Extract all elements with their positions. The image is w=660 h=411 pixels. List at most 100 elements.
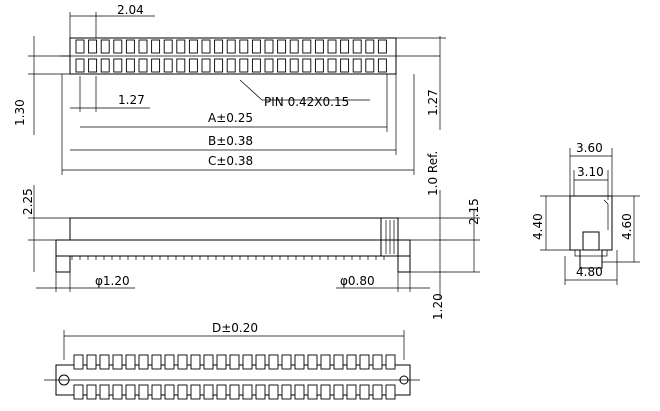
front-view: 2.25 2.15 φ1.20 φ0.80 1.20 — [21, 185, 481, 320]
top-pin-lower — [201, 58, 211, 73]
dim-4-60-label: 4.60 — [620, 213, 634, 240]
bottom-pin-lower — [99, 384, 110, 400]
top-pin-upper — [352, 39, 362, 54]
bottom-pin-lower — [229, 384, 240, 400]
bottom-pin-lower — [216, 384, 227, 400]
side-view-latch — [603, 199, 609, 230]
bottom-pin-upper — [359, 354, 370, 370]
top-pin-upper — [151, 39, 161, 54]
top-pin-upper — [88, 39, 98, 54]
bottom-pin-lower — [242, 384, 253, 400]
bottom-pin-upper — [151, 354, 162, 370]
top-pin-upper — [239, 39, 249, 54]
top-pin-upper — [314, 39, 324, 54]
dim-1-27-label: 1.27 — [118, 93, 145, 107]
front-view-top-body — [69, 217, 399, 241]
bottom-pin-lower — [190, 384, 201, 400]
top-view: 2.04 1.27 PIN 0.42X0.15 A±0.25 B±0.38 C±… — [13, 3, 446, 196]
top-pin-lower — [264, 58, 274, 73]
dim-2-25-label: 2.25 — [21, 188, 35, 215]
top-pin-lower — [302, 58, 312, 73]
bottom-pin-lower — [307, 384, 318, 400]
side-view-slot — [582, 231, 600, 251]
dim-3-60-label: 3.60 — [576, 141, 603, 155]
bottom-pin-upper — [294, 354, 305, 370]
top-pin-lower — [75, 58, 85, 73]
top-pin-lower — [214, 58, 224, 73]
bottom-pin-upper — [190, 354, 201, 370]
bottom-pin-lower — [268, 384, 279, 400]
bottom-pin-upper — [255, 354, 266, 370]
front-view-peg-left — [55, 255, 71, 273]
bottom-pin-upper — [346, 354, 357, 370]
front-view-contact-detail — [380, 217, 399, 257]
side-view-outline — [569, 196, 613, 269]
bottom-pin-lower — [385, 384, 396, 400]
front-view-peg-right — [397, 255, 411, 273]
bottom-pin-upper — [268, 354, 279, 370]
bottom-pin-lower — [294, 384, 305, 400]
top-pin-lower — [113, 58, 123, 73]
top-pin-lower — [138, 58, 148, 73]
bottom-pin-lower — [359, 384, 370, 400]
dim-4-40-label: 4.40 — [531, 213, 545, 240]
dim-1-30-label: 1.30 — [13, 99, 27, 126]
bottom-pin-lower — [164, 384, 175, 400]
top-pin-lower — [352, 58, 362, 73]
bottom-pin-lower — [203, 384, 214, 400]
dim-c-label: C±0.38 — [208, 154, 253, 168]
bottom-pin-upper — [281, 354, 292, 370]
dim-ref-label: 1.0 Ref. — [426, 151, 440, 196]
bottom-pin-upper — [125, 354, 136, 370]
bottom-pin-lower — [320, 384, 331, 400]
bottom-pin-upper — [372, 354, 383, 370]
bottom-pin-lower — [346, 384, 357, 400]
top-pin-upper — [251, 39, 261, 54]
bottom-pin-lower — [86, 384, 97, 400]
top-pin-upper — [163, 39, 173, 54]
side-view-foot — [574, 249, 608, 257]
top-pin-lower — [188, 58, 198, 73]
top-pin-upper — [327, 39, 337, 54]
bottom-pin-upper — [320, 354, 331, 370]
bottom-pin-upper — [203, 354, 214, 370]
top-pin-lower — [377, 58, 387, 73]
pin-note-leader — [239, 79, 370, 101]
top-pin-upper — [75, 39, 85, 54]
top-pin-upper — [289, 39, 299, 54]
top-pin-lower — [176, 58, 186, 73]
top-pin-upper — [201, 39, 211, 54]
top-pin-lower — [340, 58, 350, 73]
dim-b-label: B±0.38 — [208, 134, 253, 148]
top-pin-upper — [138, 39, 148, 54]
top-pin-upper — [188, 39, 198, 54]
bottom-pin-upper — [73, 354, 84, 370]
top-pin-lower — [226, 58, 236, 73]
top-pin-upper — [302, 39, 312, 54]
bottom-pin-upper — [86, 354, 97, 370]
dim-phi120-label: φ1.20 — [95, 274, 130, 288]
bottom-pin-upper — [229, 354, 240, 370]
top-pin-lower — [327, 58, 337, 73]
top-pin-lower — [151, 58, 161, 73]
bottom-view-pin-rows — [73, 354, 396, 400]
bottom-pin-lower — [177, 384, 188, 400]
top-pin-upper — [113, 39, 123, 54]
top-pin-lower — [365, 58, 375, 73]
dim-phi080-label: φ0.80 — [340, 274, 375, 288]
dim-a-label: A±0.25 — [208, 111, 253, 125]
bottom-pin-lower — [372, 384, 383, 400]
top-pin-lower — [125, 58, 135, 73]
side-view: 3.60 3.10 4.40 4.60 4.80 — [531, 141, 640, 285]
top-pin-lower — [251, 58, 261, 73]
bottom-pin-lower — [112, 384, 123, 400]
top-pin-upper — [365, 39, 375, 54]
top-pin-lower — [88, 58, 98, 73]
top-pin-lower — [314, 58, 324, 73]
bottom-pin-lower — [281, 384, 292, 400]
top-pin-lower — [100, 58, 110, 73]
pin-note-label: PIN 0.42X0.15 — [264, 95, 349, 109]
top-pin-upper — [377, 39, 387, 54]
bottom-pin-upper — [307, 354, 318, 370]
